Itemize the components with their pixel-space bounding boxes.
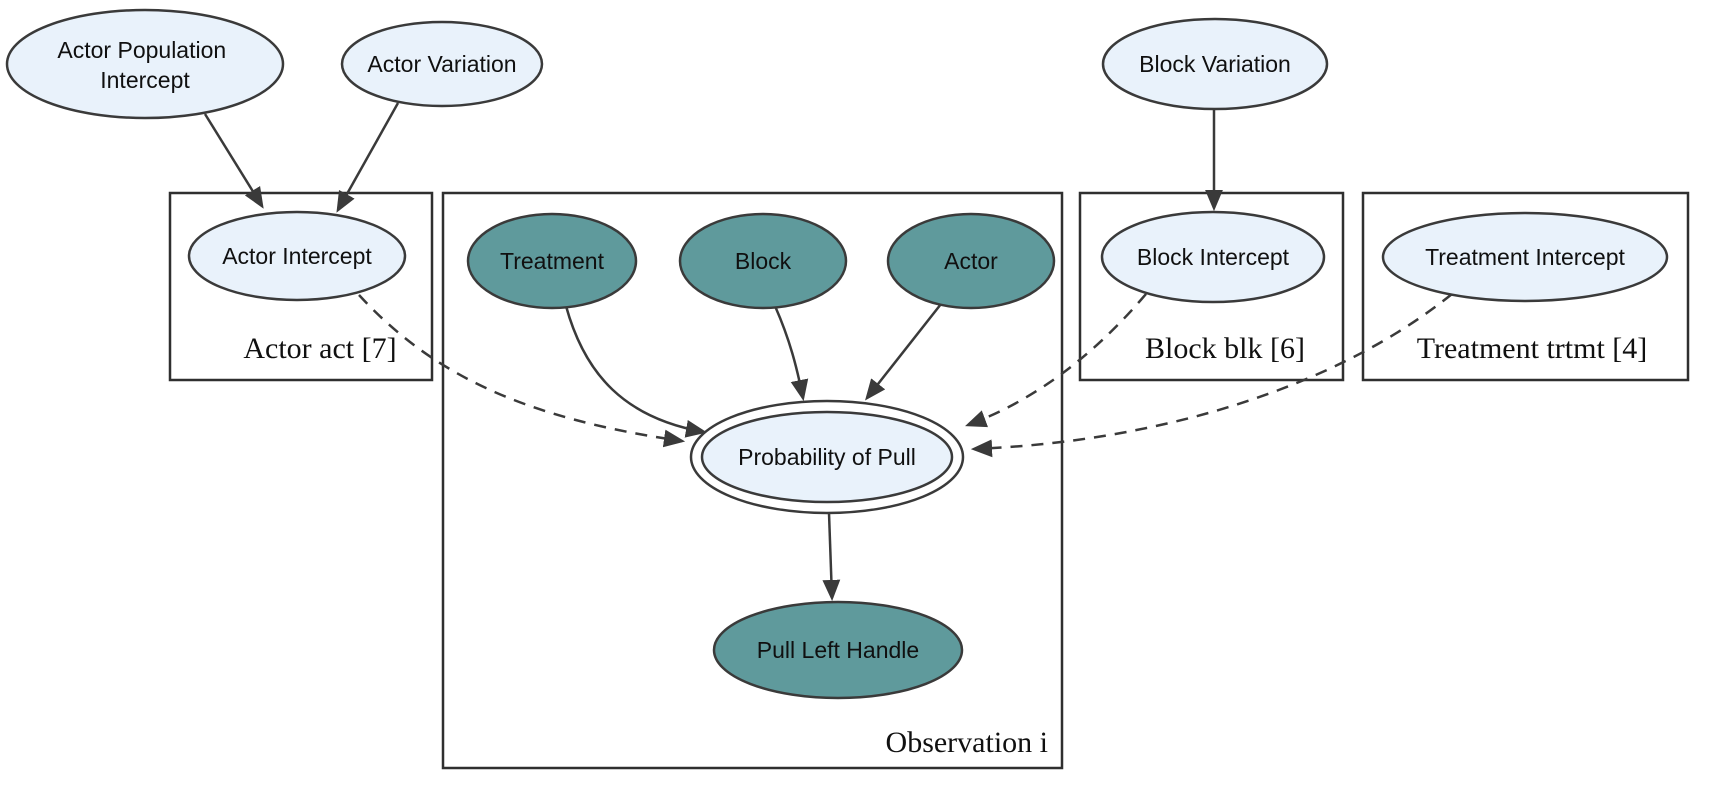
node-actor-variation: Actor Variation <box>340 20 544 108</box>
plate-actor-label: Actor act [7] <box>243 332 396 365</box>
edge-treatment-to-probability-of-pull <box>564 305 708 438</box>
plate-block-label: Block blk [6] <box>1145 332 1305 365</box>
node-probability-of-pull: Probability of Pull <box>689 399 965 515</box>
plate-treatment-label: Treatment trtmt [4] <box>1417 332 1648 365</box>
edge-probability-of-pull-to-pull-left-handle <box>822 512 841 602</box>
node-pull-left-handle-label: Pull Left Handle <box>757 637 919 663</box>
node-treatment-intercept-label: Treatment Intercept <box>1425 244 1625 270</box>
node-actor-intercept-label: Actor Intercept <box>222 243 372 269</box>
node-actor: Actor <box>886 212 1056 310</box>
node-block-intercept: Block Intercept <box>1100 210 1326 304</box>
edge-actor-variation-to-actor-intercept <box>336 102 400 213</box>
node-actor-shape <box>886 212 1056 310</box>
node-block-intercept-shape <box>1100 210 1326 304</box>
plates-layer: Actor act [7] Observation i Block blk [6… <box>168 191 1690 770</box>
edges-layer <box>203 102 1453 602</box>
node-block-shape <box>678 212 848 310</box>
node-pull-left-handle: Pull Left Handle <box>712 600 964 700</box>
node-actor-variation-label: Actor Variation <box>367 51 516 77</box>
node-actor-population-intercept-label-line2: Intercept <box>100 67 190 93</box>
node-actor-variation-shape <box>340 20 544 108</box>
node-treatment-intercept: Treatment Intercept <box>1381 211 1669 303</box>
plate-treatment <box>1361 191 1690 382</box>
node-block-variation-label: Block Variation <box>1139 51 1291 77</box>
node-probability-of-pull-label: Probability of Pull <box>738 444 916 470</box>
node-actor-label: Actor <box>944 248 998 274</box>
node-probability-of-pull-inner-shape <box>700 410 954 504</box>
plate-observation-label: Observation i <box>886 726 1048 759</box>
node-treatment: Treatment <box>466 212 638 310</box>
node-block: Block <box>678 212 848 310</box>
node-pull-left-handle-shape <box>712 600 964 700</box>
node-actor-population-intercept: Actor Population Intercept <box>5 8 285 120</box>
node-actor-population-intercept-shape <box>5 8 285 120</box>
nodes-layer: Actor Population Intercept Actor Variati… <box>5 8 1669 700</box>
node-treatment-label: Treatment <box>500 248 605 274</box>
node-actor-intercept-shape <box>187 210 407 302</box>
node-treatment-shape <box>466 212 638 310</box>
node-treatment-intercept-shape <box>1381 211 1669 303</box>
node-actor-population-intercept-label-line1: Actor Population <box>57 37 226 63</box>
node-block-label: Block <box>735 248 792 274</box>
node-actor-intercept: Actor Intercept <box>187 210 407 302</box>
node-actor-population-intercept-label: Actor Population Intercept <box>57 37 232 93</box>
edge-actor-population-intercept-to-actor-intercept <box>203 113 264 209</box>
plate-observation <box>441 191 1064 770</box>
edge-actor-intercept-to-probability-of-pull-dashed <box>358 294 686 448</box>
plate-actor <box>168 191 434 382</box>
edge-actor-to-probability-of-pull <box>865 303 942 401</box>
node-block-variation-shape <box>1101 17 1329 111</box>
node-block-variation: Block Variation <box>1101 17 1329 111</box>
edge-block-to-probability-of-pull <box>773 305 809 402</box>
edge-block-intercept-to-probability-of-pull-dashed <box>965 293 1147 428</box>
edge-treatment-intercept-to-probability-of-pull-dashed <box>970 293 1453 458</box>
node-block-intercept-label: Block Intercept <box>1137 244 1290 270</box>
